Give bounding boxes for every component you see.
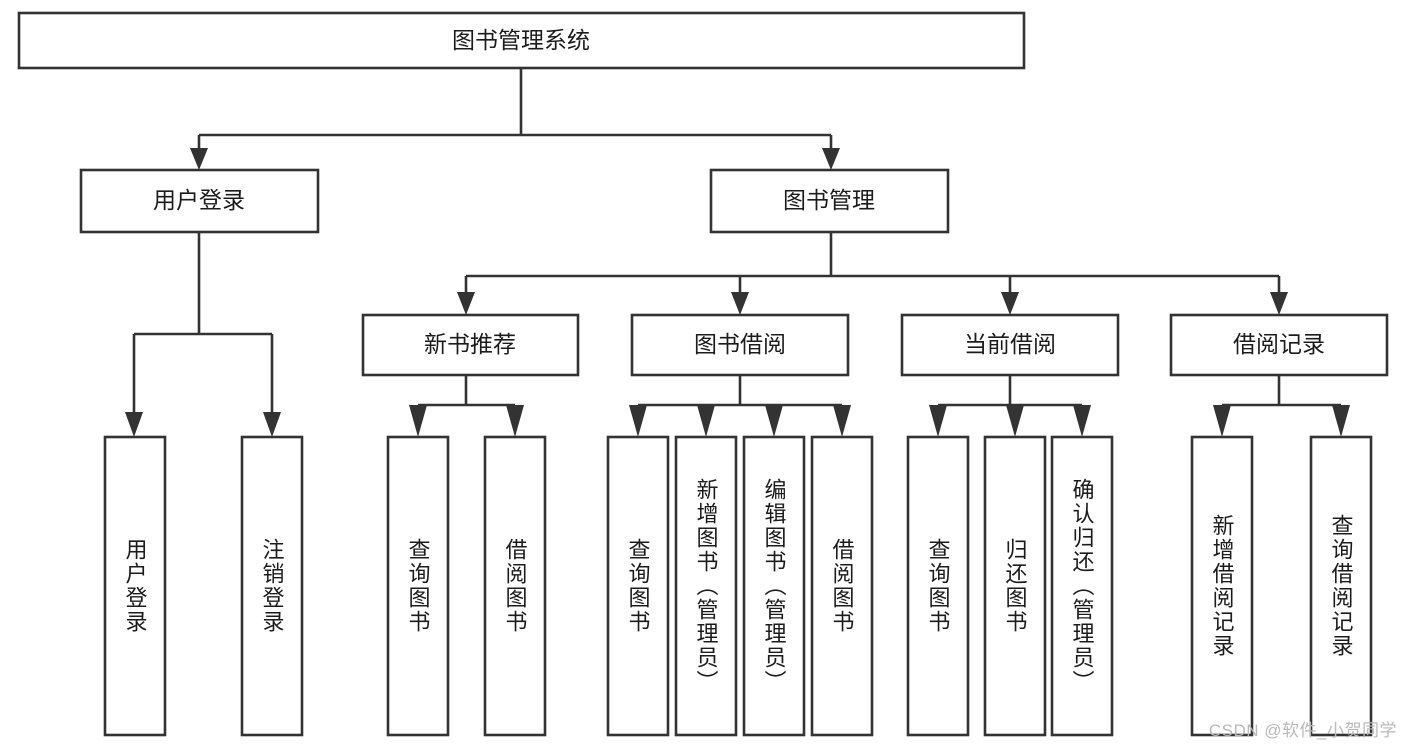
node-new-book-recommend[interactable]: 新书推荐 [361, 313, 580, 377]
arrow-head-leaf-query-book-3 [929, 405, 947, 437]
node-leaf-edit-book-box[interactable] [742, 435, 806, 737]
csdn-watermark: CSDN @软件_小贺同学 [1208, 721, 1397, 740]
leaf-boxes [103, 435, 1373, 737]
arrow-head-leaf-add-book [697, 405, 715, 437]
node-leaf-logout-box[interactable] [240, 435, 304, 737]
arrow-head-leaf-return-book [1006, 405, 1024, 437]
node-book-borrow-box[interactable] [630, 313, 850, 377]
node-borrow-records-box[interactable] [1169, 313, 1389, 377]
arrow-head-leaf-confirm-return [1073, 405, 1091, 437]
node-leaf-query-book-2-box[interactable] [606, 435, 670, 737]
node-leaf-add-record-box[interactable] [1190, 435, 1254, 737]
node-book-management-box[interactable] [709, 168, 950, 234]
node-user-login[interactable]: 用户登录 [79, 168, 320, 234]
node-leaf-confirm-return-box[interactable] [1050, 435, 1114, 737]
node-borrow-records[interactable]: 借阅记录 [1169, 313, 1389, 377]
node-book-management[interactable]: 图书管理 [709, 168, 950, 234]
node-leaf-add-book-box[interactable] [674, 435, 738, 737]
node-leaf-user-login-box[interactable] [103, 435, 167, 737]
node-book-management-label: 图书管理 [783, 187, 875, 213]
node-book-borrow-label: 图书借阅 [694, 331, 786, 357]
arrow-head-book-borrow [731, 292, 749, 315]
node-leaf-return-book-box[interactable] [983, 435, 1047, 737]
connector-book-management-to-level3 [457, 232, 1288, 315]
node-current-borrow-box[interactable] [900, 313, 1120, 377]
arrow-head-new-book-recommend [457, 292, 475, 315]
connector-new-book-recommend-to-leaves [409, 375, 524, 437]
node-current-borrow-label: 当前借阅 [964, 331, 1056, 357]
node-user-login-label: 用户登录 [153, 187, 245, 213]
connector-borrow-records-to-leaves [1213, 375, 1350, 437]
node-new-book-recommend-box[interactable] [361, 313, 580, 377]
node-current-borrow[interactable]: 当前借阅 [900, 313, 1120, 377]
node-book-borrow[interactable]: 图书借阅 [630, 313, 850, 377]
node-borrow-records-label: 借阅记录 [1233, 331, 1325, 357]
node-root-label: 图书管理系统 [452, 27, 590, 53]
node-leaf-query-book-1-box[interactable] [386, 435, 450, 737]
node-user-login-box[interactable] [79, 168, 320, 234]
node-leaf-borrow-book-1-box[interactable] [483, 435, 547, 737]
arrow-head-leaf-edit-book [765, 405, 783, 437]
arrow-head-leaf-borrow-book-2 [833, 405, 851, 437]
node-root-box[interactable] [17, 11, 1026, 70]
node-root[interactable]: 图书管理系统 [17, 11, 1026, 70]
arrow-head-leaf-query-book-2 [629, 405, 647, 437]
arrow-head-borrow-records [1270, 292, 1288, 315]
arrow-head-book-management [822, 148, 840, 170]
arrow-head-current-borrow [1001, 292, 1019, 315]
node-new-book-recommend-label: 新书推荐 [424, 331, 516, 357]
arrow-head-leaf-query-book-1 [409, 405, 427, 437]
connector-book-borrow-to-leaves [629, 375, 851, 437]
arrow-head-leaf-add-record [1213, 405, 1231, 437]
connector-current-borrow-to-leaves [929, 375, 1091, 437]
connector-user-login-to-leaves [125, 232, 281, 437]
node-leaf-borrow-book-2-box[interactable] [810, 435, 874, 737]
node-leaf-query-record-box[interactable] [1309, 435, 1373, 737]
arrow-head-user-login [190, 148, 208, 170]
arrow-head-leaf-query-record [1332, 405, 1350, 437]
arrow-head-leaf-borrow-book-1 [506, 405, 524, 437]
connector-root-to-level2 [190, 68, 840, 170]
arrow-head-leaf-user-login [125, 412, 143, 437]
node-leaf-query-book-3-box[interactable] [906, 435, 970, 737]
arrow-head-leaf-logout [263, 412, 281, 437]
